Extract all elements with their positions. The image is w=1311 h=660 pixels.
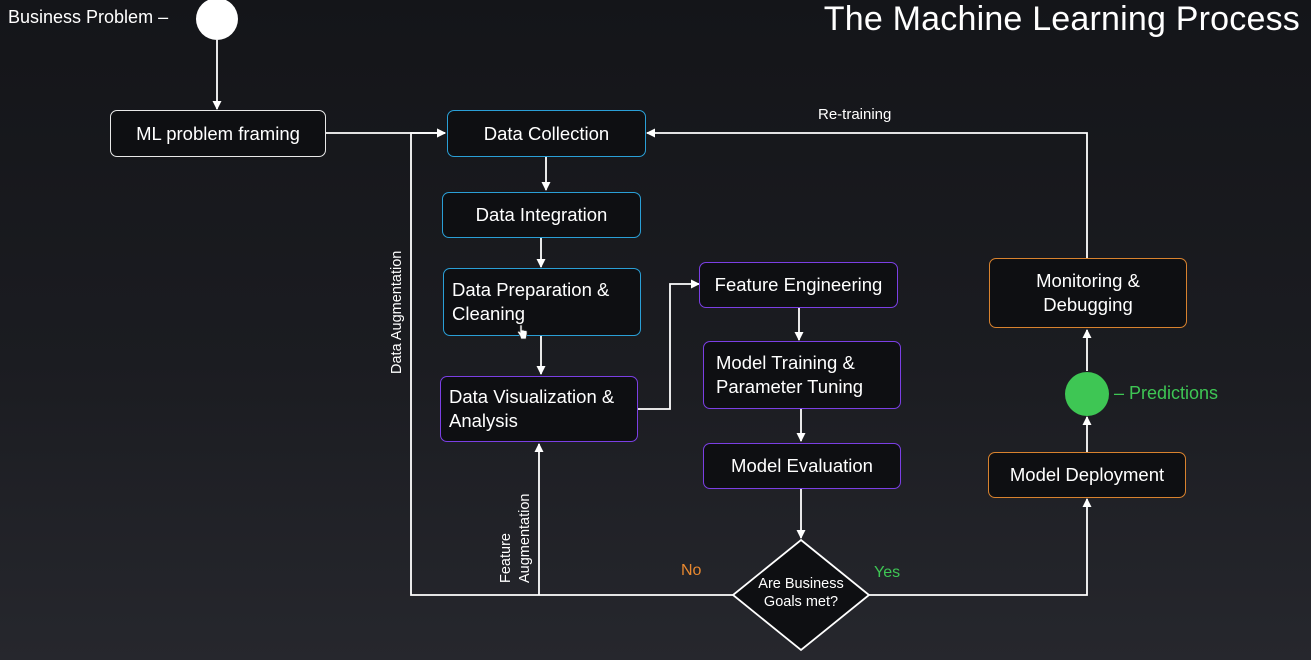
page-title: The Machine Learning Process — [823, 0, 1300, 38]
predictions-circle — [1065, 372, 1109, 416]
hand-cursor-icon — [517, 324, 528, 340]
feature-engineering-label: Feature Engineering — [714, 274, 883, 295]
model-evaluation-label: Model Evaluation — [731, 455, 873, 476]
yes-label: Yes — [874, 564, 901, 581]
feature-augmentation-line2: Augmentation — [517, 493, 533, 583]
retraining-label: Re-training — [818, 106, 892, 123]
model-deployment-box: Model Deployment — [988, 452, 1186, 498]
monitoring-label-line2: Debugging — [1043, 294, 1133, 315]
decision-label-line1: Are Business — [758, 576, 844, 592]
start-circle — [196, 0, 238, 40]
ml-problem-framing-label: ML problem framing — [136, 122, 300, 144]
data-visualization-label-line2: Analysis — [449, 410, 518, 431]
data-collection-label: Data Collection — [483, 122, 610, 144]
data-collection-box: Data Collection — [447, 110, 646, 157]
data-preparation-label-line1: Data Preparation & — [452, 279, 610, 300]
monitoring-box: Monitoring & Debugging — [989, 258, 1187, 328]
start-label: Business Problem – — [8, 7, 169, 27]
model-training-label-line1: Model Training & — [716, 352, 855, 373]
data-visualization-box: Data Visualization & Analysis — [440, 376, 638, 442]
model-training-label-line2: Parameter Tuning — [716, 376, 864, 397]
feature-augmentation-line1: Feature — [498, 533, 514, 583]
arrow-visualization-to-feature — [638, 279, 700, 410]
ml-problem-framing-box: ML problem framing — [110, 110, 326, 157]
decision-label: Are Business Goals met? — [745, 575, 857, 611]
feature-engineering-box: Feature Engineering — [699, 262, 898, 308]
data-preparation-label-line2: Cleaning — [452, 303, 526, 324]
loop-retraining — [646, 128, 1088, 258]
predictions-label: – Predictions — [1114, 383, 1219, 403]
loop-data-augmentation — [410, 128, 733, 596]
monitoring-label-line1: Monitoring & — [1036, 270, 1140, 291]
data-preparation-box: Data Preparation & Cleaning — [443, 268, 641, 336]
data-integration-box: Data Integration — [442, 192, 641, 238]
data-integration-label: Data Integration — [475, 204, 608, 225]
data-visualization-label-line1: Data Visualization & — [449, 386, 615, 407]
no-label: No — [681, 562, 702, 579]
feature-augmentation-label: Feature Augmentation — [497, 494, 535, 583]
decision-diamond — [731, 538, 871, 652]
model-evaluation-box: Model Evaluation — [703, 443, 901, 489]
model-training-box: Model Training & Parameter Tuning — [703, 341, 901, 409]
model-deployment-label: Model Deployment — [1009, 464, 1165, 485]
decision-label-line2: Goals met? — [763, 594, 839, 610]
data-augmentation-label: Data Augmentation — [389, 250, 405, 374]
arrow-yes-to-deployment — [869, 498, 1092, 596]
